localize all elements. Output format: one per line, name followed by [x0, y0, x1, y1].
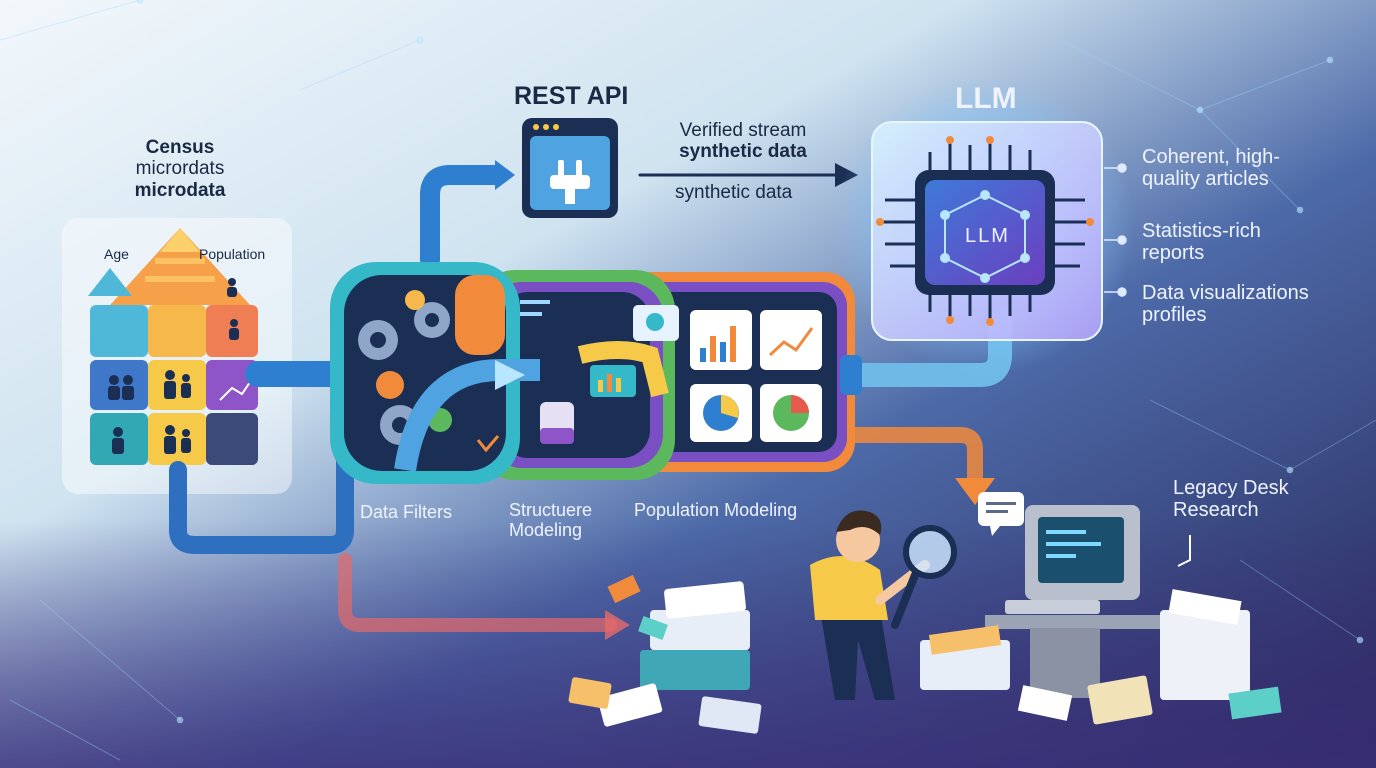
gears-icon: [358, 290, 452, 445]
output-1-line-1: Coherent, high-: [1142, 146, 1280, 168]
legacy-line-1: Legacy Desk: [1173, 477, 1289, 499]
rest-api-plug-icon: [522, 118, 618, 218]
output-3-line-2: profiles: [1142, 304, 1207, 327]
person-with-magnifier: [810, 510, 957, 700]
paper-piles-left: [568, 574, 762, 734]
paper-piles-right: [920, 589, 1282, 725]
census-title: Census micrordats microdata: [120, 137, 240, 201]
rest-api-label: REST API: [514, 82, 629, 110]
census-panel: [62, 218, 292, 494]
output-data-visualizations: Data visualizations profiles: [1142, 282, 1309, 327]
processing-machine: [330, 262, 862, 484]
stream-line-1: Verified stream: [679, 120, 807, 141]
chat-bubble-icon: [978, 492, 1024, 536]
mini-chart-icon: [590, 365, 636, 397]
llm-title: LLM: [955, 82, 1017, 115]
output-2-line-1: Statistics-rich: [1142, 220, 1261, 242]
magnifier-icon: [903, 525, 957, 579]
stage-structure-line-1: Structuere: [509, 500, 593, 520]
pipes: [169, 160, 1012, 640]
stage-structure-line-2: Modeling: [509, 520, 583, 541]
output-2-line-2: reports: [1142, 242, 1205, 265]
stream-line-2: synthetic data: [679, 141, 807, 163]
census-title-line-1: Census: [145, 137, 215, 158]
output-coherent-articles: Coherent, high- quality articles: [1142, 146, 1280, 191]
census-title-line-2: micrordats: [135, 158, 225, 180]
stage-data-filters: Data Filters: [360, 502, 453, 522]
population-label: Population: [199, 246, 266, 262]
dashboard-panels: [690, 310, 822, 442]
people-icon: [108, 278, 239, 454]
output-1-line-2: quality articles: [1142, 168, 1269, 191]
legacy-desk-research-label: Legacy Desk Research: [1173, 477, 1289, 522]
llm-chip-label: LLM: [965, 225, 1010, 247]
census-title-line-3: microdata: [134, 179, 226, 201]
output-statistics-reports: Statistics-rich reports: [1142, 220, 1261, 265]
age-label: Age: [104, 246, 129, 262]
population-pyramid: [110, 228, 250, 305]
output-3-line-1: Data visualizations: [1142, 282, 1309, 304]
stream-line-3: synthetic data: [675, 182, 793, 203]
stream-label: Verified stream synthetic data: [660, 120, 826, 163]
stage-structure-modeling: Structuere Modeling: [509, 500, 592, 540]
llm-chip: [835, 75, 1135, 375]
stage-population-modeling: Population Modeling: [634, 500, 798, 520]
legacy-line-2: Research: [1173, 499, 1259, 522]
legacy-scene: [568, 492, 1282, 734]
output-connectors: [1104, 163, 1127, 297]
age-triangle-icon: [88, 268, 132, 296]
